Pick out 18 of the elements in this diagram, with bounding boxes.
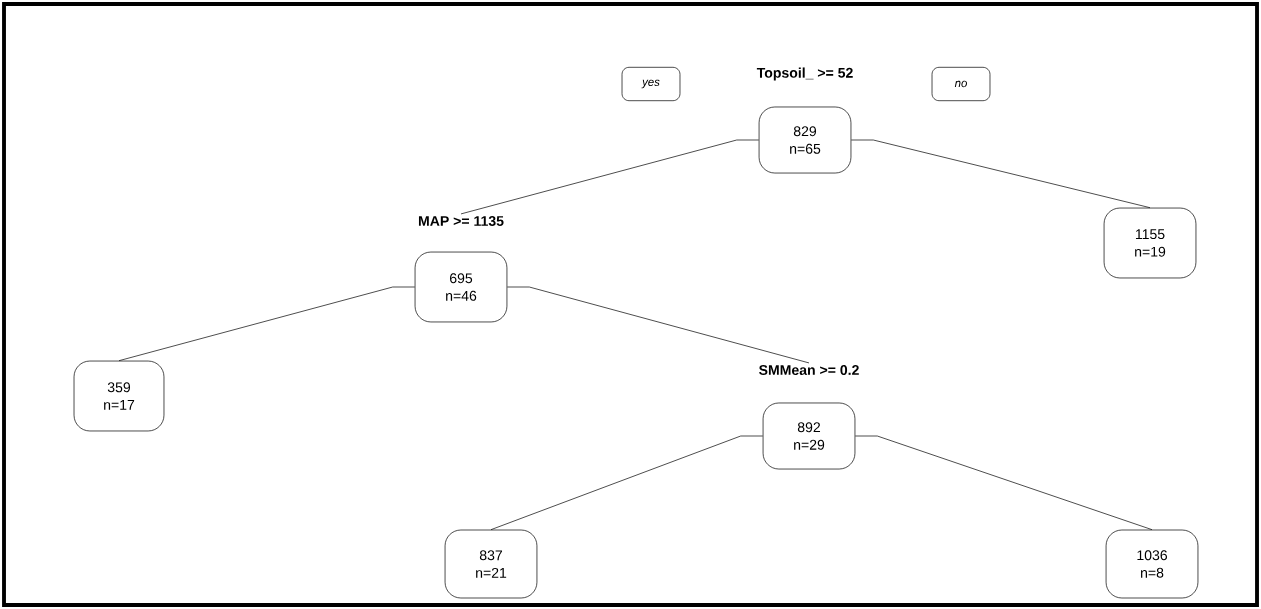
label-tag: no <box>931 66 991 102</box>
node-box: 837 n=21 <box>444 529 538 599</box>
node-box: 892 n=29 <box>762 402 856 470</box>
branch-line <box>850 139 1151 209</box>
node-box: 695 n=46 <box>414 251 508 323</box>
branch-line <box>460 139 760 215</box>
node-box: 1036 n=8 <box>1105 529 1199 599</box>
branch-line <box>854 435 1153 530</box>
split-label: MAP >= 1135 <box>418 216 504 226</box>
branch-line <box>118 286 416 362</box>
node-box: 829 n=65 <box>758 106 852 174</box>
branch-line <box>506 286 810 364</box>
split-label: SMMean >= 0.2 <box>759 365 859 375</box>
node-box: 1155 n=19 <box>1103 207 1197 279</box>
label-tag: yes <box>621 66 681 102</box>
split-label: Topsoil_ >= 52 <box>756 67 853 81</box>
node-box: 359 n=17 <box>73 360 165 432</box>
branch-line <box>490 435 764 530</box>
